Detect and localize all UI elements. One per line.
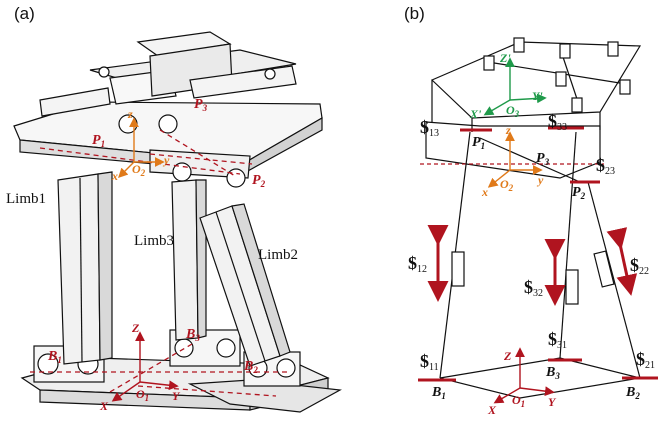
label-Z-a: Z (132, 321, 140, 335)
slider-structure-a (39, 31, 297, 117)
label-Xp-b: X' (470, 107, 482, 121)
screw-label-22: $22 (630, 255, 649, 277)
screw-label-32: $32 (524, 277, 543, 299)
label-p2-a: P2 (252, 173, 266, 189)
label-b3-a: B3 (186, 327, 200, 343)
label-y-a: y (164, 153, 170, 167)
screw-label-12: $12 (408, 253, 427, 275)
label-b1-b: B1 (432, 385, 446, 401)
label-Y-b: Y (548, 395, 556, 409)
limb2-line-b (587, 181, 641, 379)
label-p3-b: P3 (536, 151, 550, 167)
label-Z-b: Z (504, 349, 512, 363)
limb3-line-b (559, 131, 577, 359)
top-frame-b (430, 41, 642, 119)
screw-label-33: $33 (548, 111, 567, 133)
frame-o2-b (487, 131, 543, 188)
panel-b-label: (b) (404, 4, 425, 23)
screw-label-31: $31 (548, 329, 567, 351)
label-z-a: z (128, 107, 133, 121)
screw-label-13: $13 (420, 117, 439, 139)
label-limb3: Limb3 (134, 233, 174, 249)
label-b2-b: B2 (626, 385, 640, 401)
panel-b-drawing (420, 37, 642, 399)
label-o3-b: O3 (506, 103, 520, 119)
label-b1-a: B1 (48, 349, 62, 365)
frame-o3-b (483, 57, 547, 116)
label-x-b: x (482, 185, 488, 199)
frame-o1-b (493, 347, 555, 404)
limb1-a (57, 171, 113, 365)
label-o2-b: O2 (500, 177, 514, 193)
panel-a-drawing (13, 31, 342, 413)
label-X-b: X (488, 403, 497, 417)
label-X-a: X (100, 399, 109, 413)
panel-a-label: (a) (14, 4, 35, 23)
label-limb1: Limb1 (6, 191, 46, 207)
label-Yp-b: Y' (532, 89, 543, 103)
screw-label-21: $21 (636, 349, 655, 371)
frame-o2-a (118, 117, 165, 178)
label-b3-b: B3 (546, 365, 560, 381)
base-b (439, 357, 641, 399)
label-p2-b: P2 (572, 185, 586, 201)
screw-axes-b (418, 126, 658, 382)
label-p1-b: P1 (472, 135, 486, 151)
platform-b (425, 121, 601, 179)
label-x-a: x (112, 169, 118, 183)
screw-label-23: $23 (596, 155, 615, 177)
label-p1-a: P1 (92, 133, 106, 149)
label-limb2: Limb2 (258, 247, 298, 263)
label-z-b: z (506, 123, 511, 137)
label-o2-a: O2 (132, 162, 146, 178)
limb3-a (171, 179, 207, 341)
label-Y-a: Y (172, 389, 180, 403)
label-o1-b: O1 (512, 393, 526, 409)
moving-platform-a (13, 101, 323, 188)
frame-o1-a (111, 331, 179, 402)
screw-label-11: $11 (420, 351, 439, 373)
label-y-b: y (538, 173, 544, 187)
label-o1-a: O1 (136, 387, 150, 403)
label-Zp-b: Z' (500, 51, 511, 65)
dashed-lines-a (30, 129, 290, 397)
label-b2-a: B2 (244, 359, 258, 375)
limb2-a (199, 203, 291, 367)
label-p3-a: P3 (194, 97, 208, 113)
